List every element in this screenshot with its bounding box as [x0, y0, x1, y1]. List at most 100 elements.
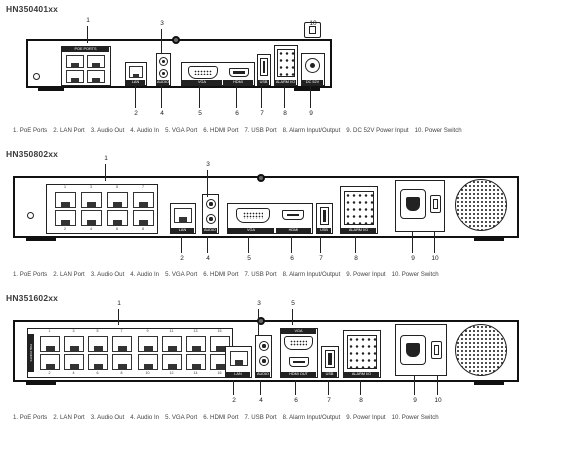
video-block: VGA HDMI OUT — [280, 328, 318, 378]
audio-out-jack[interactable] — [259, 341, 269, 351]
leader-line — [236, 86, 237, 108]
port-number: 9 — [146, 329, 149, 333]
poe-port[interactable] — [162, 336, 182, 352]
foot — [26, 382, 56, 385]
leader-line — [181, 236, 182, 253]
audio-label: AUDIO — [157, 80, 170, 85]
leader-line — [328, 380, 329, 395]
power-switch[interactable] — [430, 195, 441, 213]
audio-out-jack[interactable] — [159, 57, 168, 66]
callout-3: 3 — [257, 300, 261, 307]
callout-1: 1 — [104, 155, 108, 162]
hdmi-port[interactable] — [229, 68, 249, 77]
leader-line — [291, 236, 292, 253]
leader-line — [260, 380, 261, 395]
alarm-terminal[interactable] — [344, 191, 374, 225]
usb-label: USB — [258, 80, 269, 85]
poe-port[interactable] — [112, 354, 132, 370]
vga-port[interactable] — [236, 208, 270, 223]
leader-line — [87, 26, 88, 43]
callout-5: 5 — [198, 110, 202, 117]
poe-port[interactable] — [66, 55, 84, 68]
port-number: 4 — [90, 227, 92, 231]
lan-port[interactable] — [230, 351, 248, 366]
callout-5: 5 — [247, 255, 251, 262]
dc-block: DC 52V — [301, 53, 325, 86]
poe-ports-block: POE PORTS 1 3 5 7 9 11 13 15 2 4 6 8 10 … — [27, 328, 233, 378]
poe-port[interactable] — [107, 192, 128, 208]
poe-port[interactable] — [133, 210, 154, 226]
lan-port[interactable] — [174, 208, 192, 223]
power-switch[interactable] — [304, 22, 321, 38]
alarm-label: ALARM I/O — [275, 80, 296, 85]
poe-port[interactable] — [138, 354, 158, 370]
vga-label: VGA — [281, 329, 316, 334]
poe-port[interactable] — [162, 354, 182, 370]
foot — [474, 238, 504, 241]
usb-port[interactable] — [260, 58, 268, 76]
alarm-terminal[interactable] — [277, 49, 295, 77]
port-number: 7 — [120, 329, 123, 333]
leader-line — [310, 86, 311, 108]
callout-10: 10 — [434, 397, 442, 404]
poe-port[interactable] — [55, 210, 76, 226]
hdmi-port[interactable] — [282, 210, 304, 220]
poe-port[interactable] — [81, 210, 102, 226]
usb-port[interactable] — [325, 350, 335, 368]
leader-line — [320, 236, 321, 253]
poe-port[interactable] — [138, 336, 158, 352]
hdmi-port[interactable] — [289, 357, 309, 367]
callout-4: 4 — [259, 397, 263, 404]
leader-line — [434, 232, 435, 253]
port-number: 8 — [142, 227, 144, 231]
hdmi-label: HDMI — [276, 228, 311, 233]
poe-port[interactable] — [64, 336, 84, 352]
poe-port[interactable] — [186, 336, 206, 352]
port-number: 12 — [169, 371, 174, 375]
poe-port[interactable] — [81, 192, 102, 208]
alarm-terminal[interactable] — [347, 335, 377, 369]
leader-line — [437, 376, 438, 395]
rear-panel-hn351602: POE PORTS 1 3 5 7 9 11 13 15 2 4 6 8 10 … — [13, 317, 519, 382]
power-input[interactable] — [400, 335, 426, 365]
screw-icon — [257, 174, 265, 182]
poe-port[interactable] — [87, 70, 105, 83]
audio-out-jack[interactable] — [206, 199, 216, 209]
alarm-label: ALARM I/O — [344, 372, 379, 377]
callout-10: 10 — [431, 255, 439, 262]
dc-power-input[interactable] — [305, 58, 320, 73]
hdmi-label: HDMI OUT — [281, 372, 316, 377]
poe-port[interactable] — [64, 354, 84, 370]
lan-port[interactable] — [129, 66, 143, 78]
power-input[interactable] — [400, 189, 426, 219]
poe-port[interactable] — [66, 70, 84, 83]
callout-8: 8 — [359, 397, 363, 404]
usb-block: USB — [321, 346, 339, 378]
poe-port[interactable] — [87, 55, 105, 68]
audio-in-jack[interactable] — [159, 69, 168, 78]
callout-6: 6 — [235, 110, 239, 117]
vga-port[interactable] — [188, 66, 218, 79]
port-number: 8 — [120, 371, 123, 375]
poe-port[interactable] — [88, 354, 108, 370]
poe-port[interactable] — [88, 336, 108, 352]
ground-icon — [27, 212, 34, 219]
poe-port[interactable] — [186, 354, 206, 370]
poe-port[interactable] — [133, 192, 154, 208]
power-switch[interactable] — [431, 341, 442, 359]
usb-port[interactable] — [320, 207, 329, 225]
poe-port[interactable] — [112, 336, 132, 352]
poe-ports-block: 1 3 5 7 2 4 6 8 — [46, 184, 158, 234]
audio-in-jack[interactable] — [206, 214, 216, 224]
poe-port[interactable] — [55, 192, 76, 208]
screw-icon — [257, 317, 265, 325]
poe-port[interactable] — [107, 210, 128, 226]
callout-9: 9 — [411, 255, 415, 262]
poe-ports-label: POE PORTS — [28, 334, 34, 372]
poe-port[interactable] — [40, 336, 60, 352]
vga-port[interactable] — [284, 336, 313, 350]
leader-line — [355, 236, 356, 253]
audio-in-jack[interactable] — [259, 356, 269, 366]
poe-port[interactable] — [40, 354, 60, 370]
